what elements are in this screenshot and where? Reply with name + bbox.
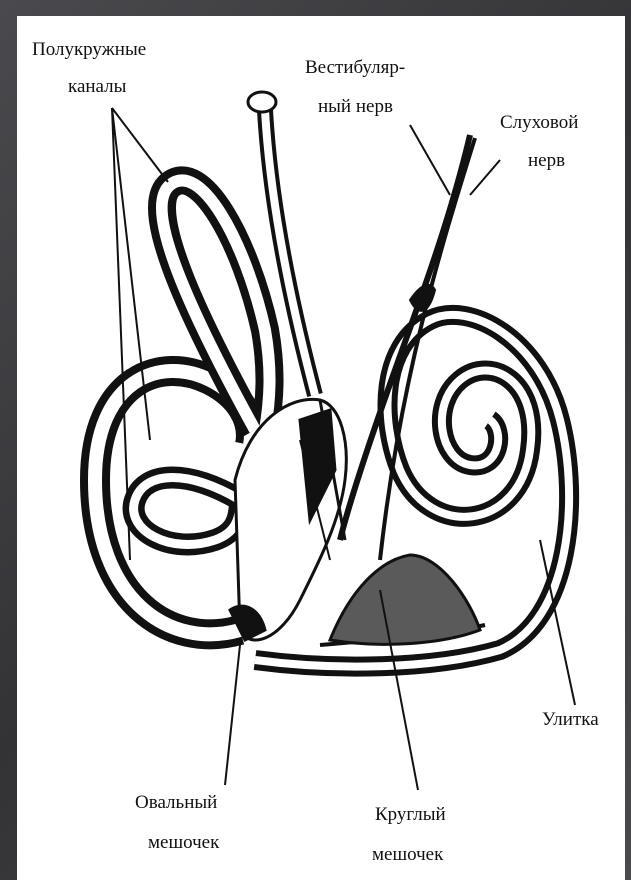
label-oval-sac-2: мешочек <box>148 832 220 853</box>
label-auditory-nerve-2: нерв <box>528 150 565 171</box>
label-auditory-nerve-1: Слуховой <box>500 112 578 133</box>
label-cochlea: Улитка <box>542 709 599 730</box>
label-vestibular-nerve-2: ный нерв <box>318 96 393 117</box>
label-semicircular-canals-2: каналы <box>68 76 127 97</box>
label-round-sac-2: мешочек <box>372 844 444 865</box>
round-sac <box>330 555 480 644</box>
label-round-sac-1: Круглый <box>375 804 446 825</box>
label-vestibular-nerve-1: Вестибуляр- <box>305 57 405 78</box>
label-oval-sac-1: Овальный <box>135 792 217 813</box>
label-semicircular-canals-1: Полукружные <box>32 39 146 60</box>
